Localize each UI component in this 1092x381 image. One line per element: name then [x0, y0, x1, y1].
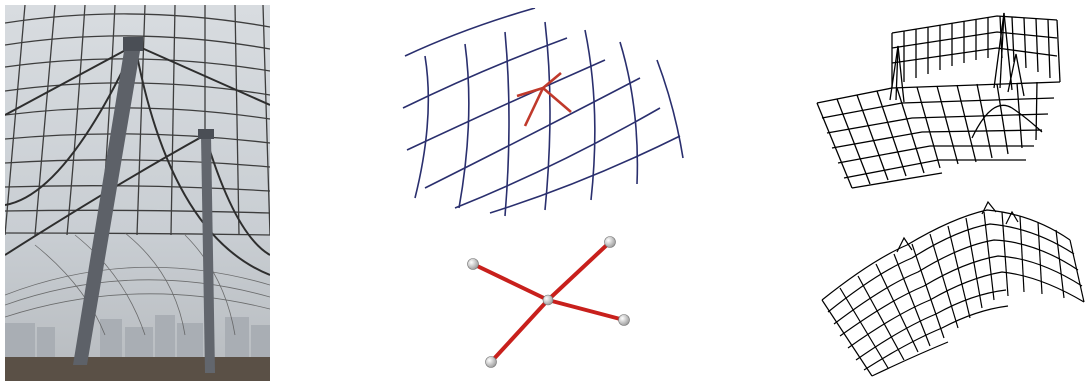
mesh-lines [822, 202, 1084, 376]
mast-head [123, 37, 143, 51]
mesh-lines [817, 13, 1060, 188]
cable-net-roof-photo [5, 5, 270, 381]
ground [5, 357, 270, 381]
cable-node-diagram [458, 232, 638, 372]
grid-lines [403, 8, 683, 216]
cable-net-grid-diagram [395, 8, 695, 218]
node-joints [468, 237, 630, 368]
wireframe-surface-formfound [812, 200, 1092, 378]
mast-head-2 [198, 129, 214, 139]
wireframe-surface-peaks [812, 8, 1067, 190]
